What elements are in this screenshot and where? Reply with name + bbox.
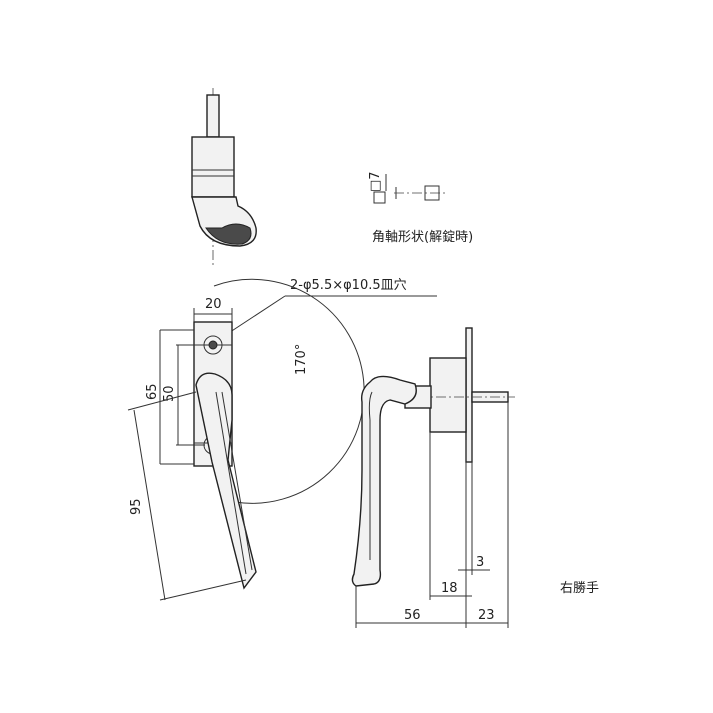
dim-3: 3 <box>476 555 484 570</box>
shaft-size-label: □7 <box>368 171 383 192</box>
dim-65: 65 <box>145 383 160 400</box>
dim-95: 95 <box>129 498 144 515</box>
dim-18: 18 <box>441 581 458 596</box>
dim-20: 20 <box>205 297 222 312</box>
dim-23: 23 <box>478 608 495 623</box>
side-view <box>351 327 515 587</box>
angle-label: 170° <box>294 344 309 375</box>
rotation-arc <box>213 278 365 504</box>
hole-spec-label: 2-φ5.5×φ10.5皿穴 <box>290 278 407 293</box>
dim-56: 56 <box>404 608 421 623</box>
front-view <box>193 321 257 590</box>
shaft-title-label: 角軸形状(解錠時) <box>372 230 473 245</box>
hand-label: 右勝手 <box>560 581 599 596</box>
top-view <box>191 88 257 268</box>
square-shaft-icon <box>373 174 446 204</box>
